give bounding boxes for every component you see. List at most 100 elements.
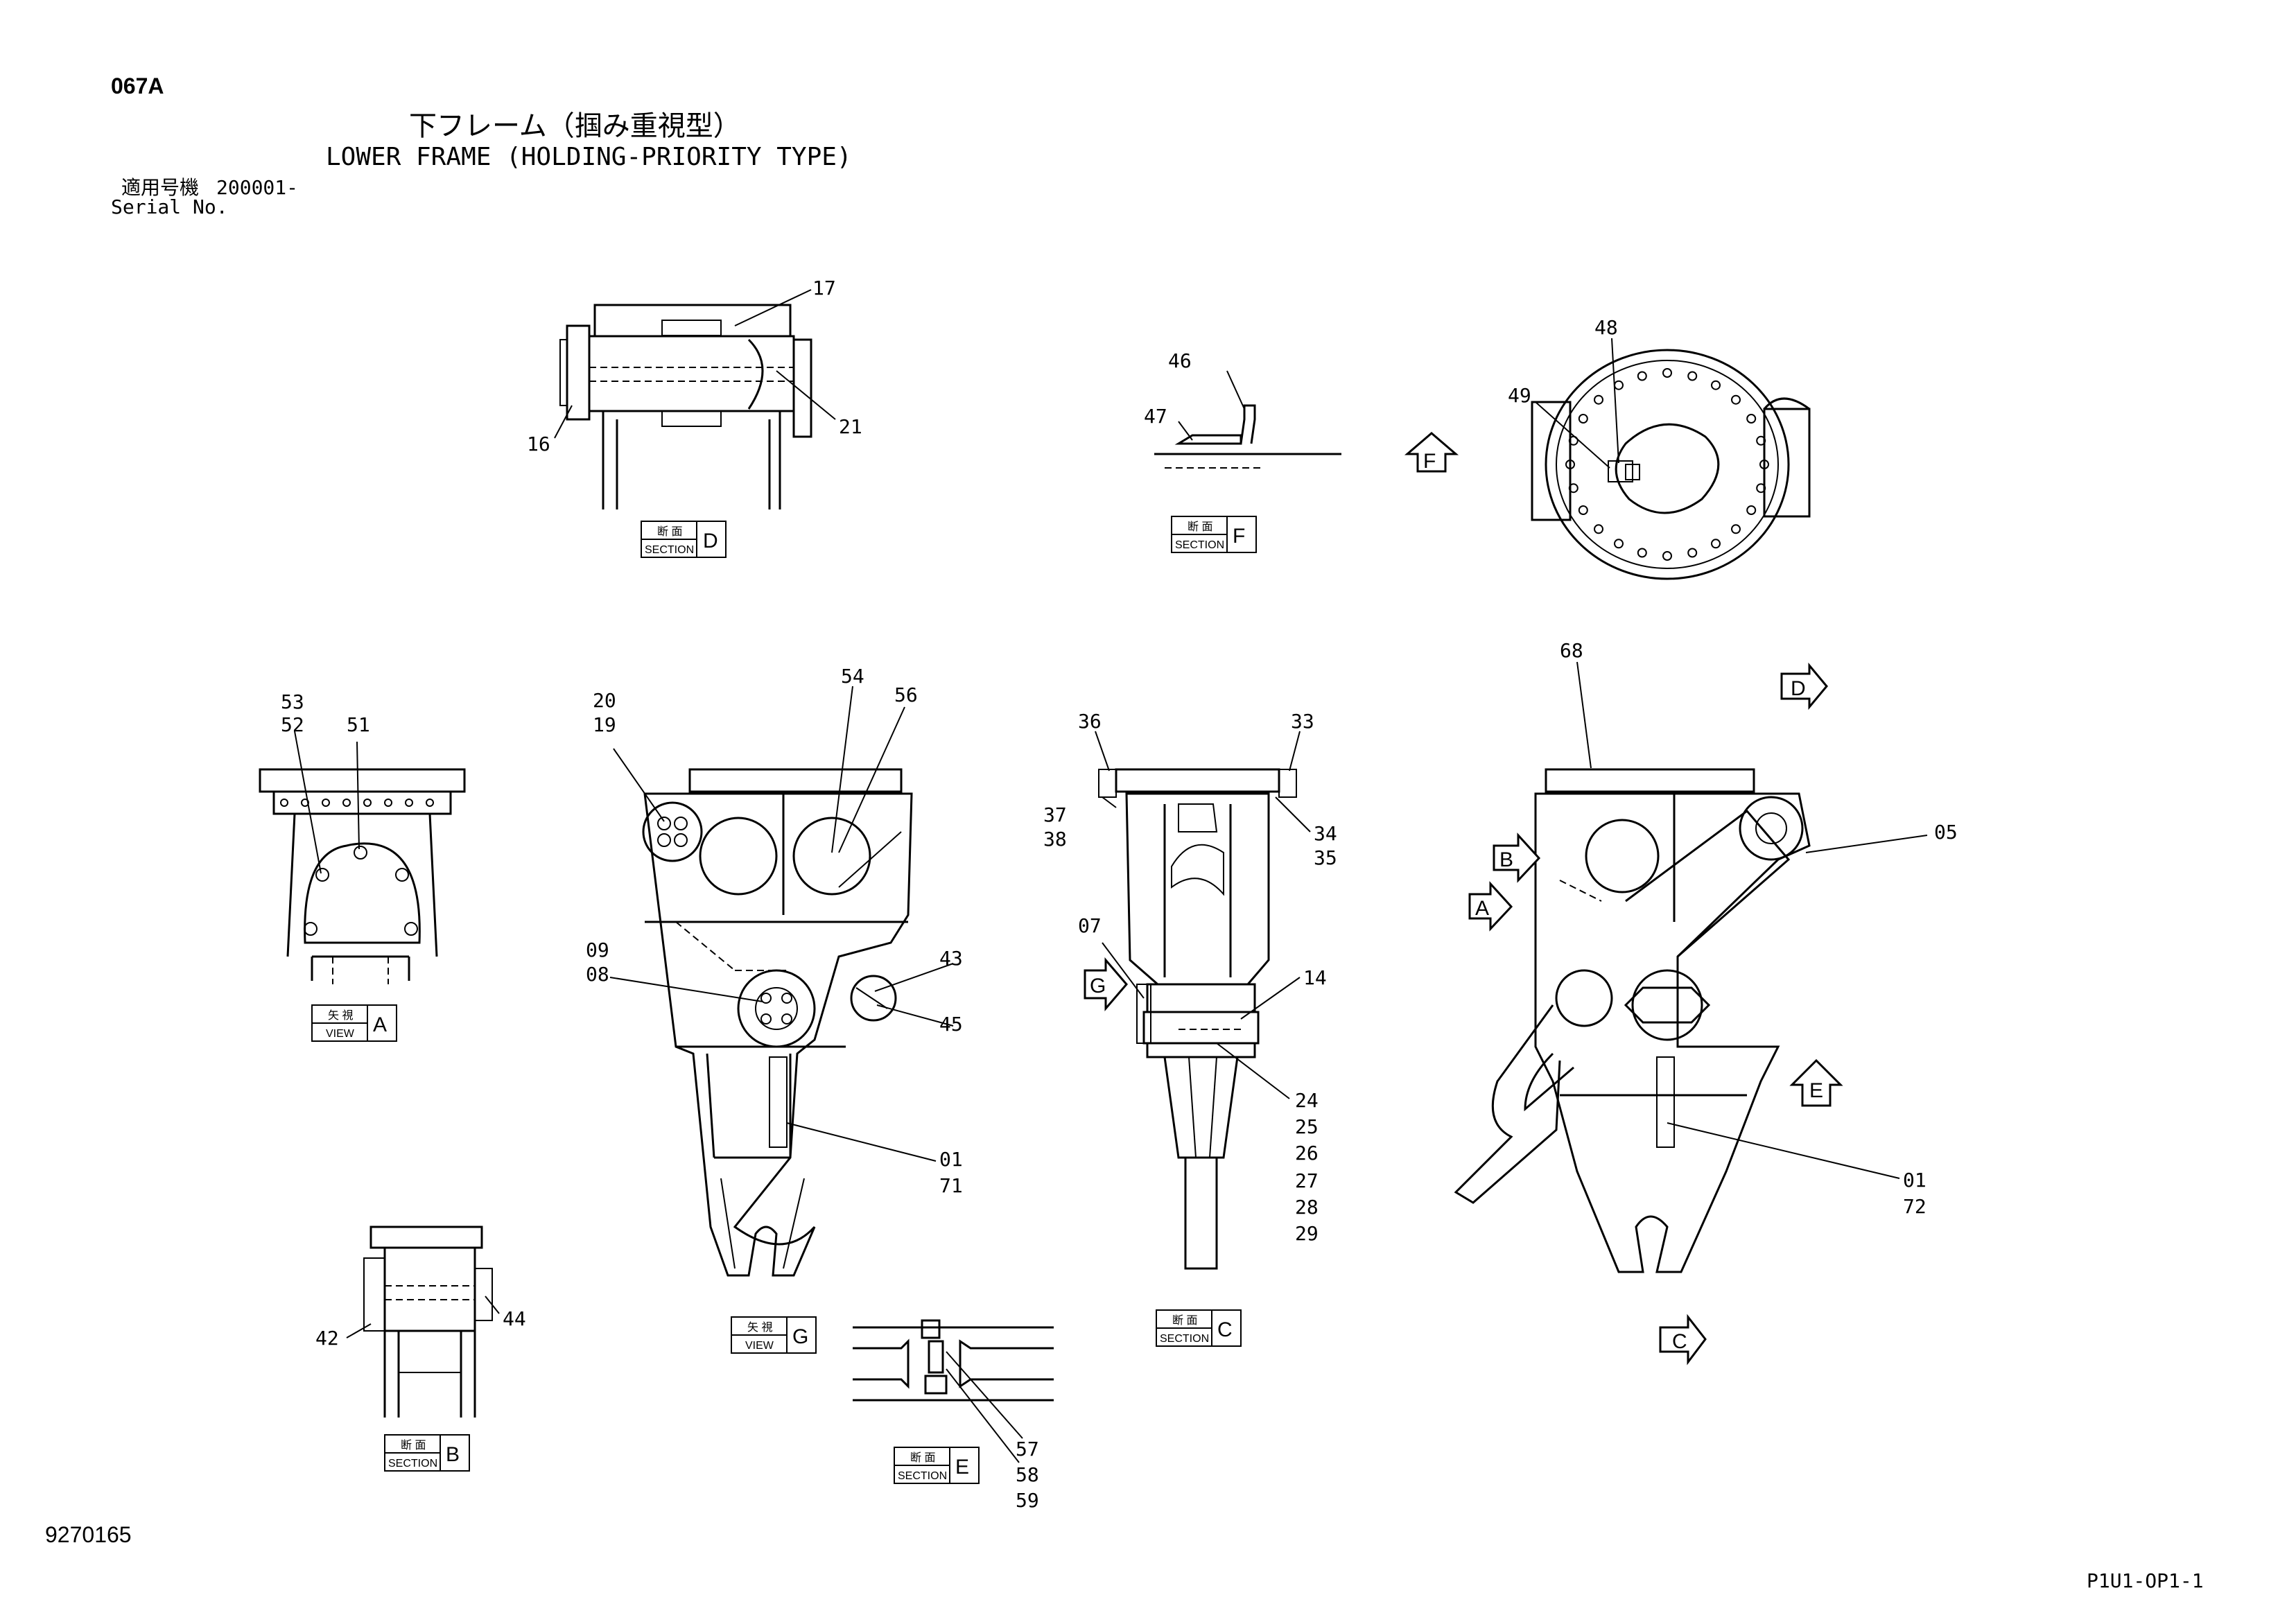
svg-text:SECTION: SECTION (898, 1470, 947, 1482)
part-25: 25 (1295, 1115, 1319, 1138)
section-b-tag: 断 面 SECTION B (384, 1434, 470, 1472)
svg-text:SECTION: SECTION (645, 544, 694, 556)
part-19: 19 (593, 713, 616, 736)
part-01: 01 (939, 1148, 963, 1171)
part-38: 38 (1043, 828, 1067, 851)
part-07: 07 (1078, 914, 1102, 937)
part-42: 42 (315, 1327, 339, 1350)
section-c-tag: 断 面 SECTION C (1156, 1309, 1242, 1347)
part-68: 68 (1560, 639, 1583, 662)
view-a-tag: 矢 視 VIEW A (311, 1004, 397, 1042)
part-59: 59 (1016, 1489, 1039, 1512)
svg-text:矢 視: 矢 視 (328, 1009, 353, 1022)
svg-text:断 面: 断 面 (1172, 1314, 1197, 1327)
svg-text:F: F (1233, 525, 1245, 548)
svg-text:F: F (1423, 450, 1436, 473)
serial-label-english: Serial No. (111, 195, 228, 218)
part-29: 29 (1295, 1222, 1319, 1245)
part-24: 24 (1295, 1089, 1319, 1112)
svg-text:A: A (1475, 897, 1489, 920)
view-g-tag: 矢 視 VIEW G (731, 1316, 817, 1354)
svg-text:SECTION: SECTION (388, 1458, 437, 1470)
part-08: 08 (586, 963, 609, 986)
part-36: 36 (1078, 710, 1102, 733)
section-f-tag: 断 面 SECTION F (1171, 516, 1257, 553)
part-45: 45 (939, 1013, 963, 1036)
rotator-bolt-holes (1565, 368, 1769, 561)
svg-text:C: C (1672, 1330, 1687, 1353)
part-21: 21 (839, 415, 862, 438)
section-e-drawing (853, 1319, 1054, 1463)
part-46: 46 (1168, 349, 1192, 372)
svg-text:E: E (955, 1456, 969, 1479)
part-37: 37 (1043, 803, 1067, 826)
svg-text:D: D (1791, 677, 1806, 700)
arrow-f-icon: F (1404, 432, 1459, 473)
part-17: 17 (812, 277, 836, 299)
sheet-code: P1U1-OP1-1 (2087, 1569, 2204, 1592)
part-26: 26 (1295, 1142, 1319, 1165)
part-44: 44 (503, 1307, 526, 1330)
page-code: 067A (111, 73, 164, 98)
part-57: 57 (1016, 1438, 1039, 1460)
part-43: 43 (939, 947, 963, 970)
arrow-e-icon: E (1789, 1058, 1843, 1107)
part-33: 33 (1291, 710, 1314, 733)
svg-text:G: G (792, 1325, 808, 1348)
part-47: 47 (1144, 405, 1167, 428)
part-56: 56 (894, 683, 918, 706)
part-72: 72 (1903, 1195, 1927, 1218)
right-side-view (1454, 661, 1928, 1273)
section-b-drawing (346, 1226, 500, 1418)
part-01-right: 01 (1903, 1169, 1927, 1192)
part-52: 52 (281, 713, 304, 736)
svg-text:断 面: 断 面 (910, 1451, 935, 1464)
part-20: 20 (593, 689, 616, 712)
main-front-view (609, 686, 954, 1277)
part-53: 53 (281, 690, 304, 713)
svg-text:E: E (1809, 1079, 1823, 1102)
part-51: 51 (347, 713, 370, 736)
serial-label-japanese: 適用号機 (121, 177, 199, 198)
view-a-drawing (259, 731, 466, 984)
svg-text:矢 視: 矢 視 (747, 1321, 772, 1334)
drawing-number: 9270165 (45, 1522, 132, 1547)
svg-text:B: B (446, 1443, 460, 1466)
part-49: 49 (1508, 384, 1531, 407)
svg-text:D: D (703, 530, 718, 552)
part-34: 34 (1314, 822, 1337, 845)
svg-text:断 面: 断 面 (401, 1439, 426, 1451)
arrow-g-icon: G (1084, 957, 1128, 1012)
section-f-drawing (1154, 370, 1341, 469)
part-27: 27 (1295, 1169, 1319, 1192)
part-54: 54 (841, 665, 864, 688)
part-14: 14 (1303, 966, 1327, 989)
svg-text:G: G (1090, 975, 1106, 997)
svg-text:VIEW: VIEW (745, 1340, 774, 1352)
title-english: LOWER FRAME (HOLDING-PRIORITY TYPE) (326, 143, 852, 171)
svg-text:断 面: 断 面 (657, 525, 682, 538)
section-c-drawing (1095, 731, 1311, 1270)
part-71: 71 (939, 1174, 963, 1197)
svg-text:断 面: 断 面 (1188, 521, 1212, 533)
section-e-tag: 断 面 SECTION E (894, 1447, 980, 1484)
svg-text:A: A (373, 1013, 387, 1036)
part-58: 58 (1016, 1463, 1039, 1486)
section-d-drawing (554, 289, 836, 509)
part-28: 28 (1295, 1196, 1319, 1219)
part-35: 35 (1314, 846, 1337, 869)
serial-value: 200001- (216, 176, 298, 199)
part-05: 05 (1934, 821, 1958, 844)
rotator-top-view (1531, 338, 1811, 580)
arrow-c-icon: C (1659, 1314, 1707, 1366)
svg-text:C: C (1217, 1318, 1233, 1341)
svg-text:SECTION: SECTION (1175, 539, 1224, 551)
arrow-d-icon: D (1780, 662, 1828, 710)
section-d-tag: 断 面 SECTION D (641, 521, 727, 558)
part-09: 09 (586, 939, 609, 961)
title-japanese: 下フレーム（掴み重視型） (409, 111, 741, 141)
svg-text:B: B (1499, 848, 1513, 871)
arrow-b-icon: B (1493, 832, 1541, 883)
part-16: 16 (527, 433, 550, 455)
